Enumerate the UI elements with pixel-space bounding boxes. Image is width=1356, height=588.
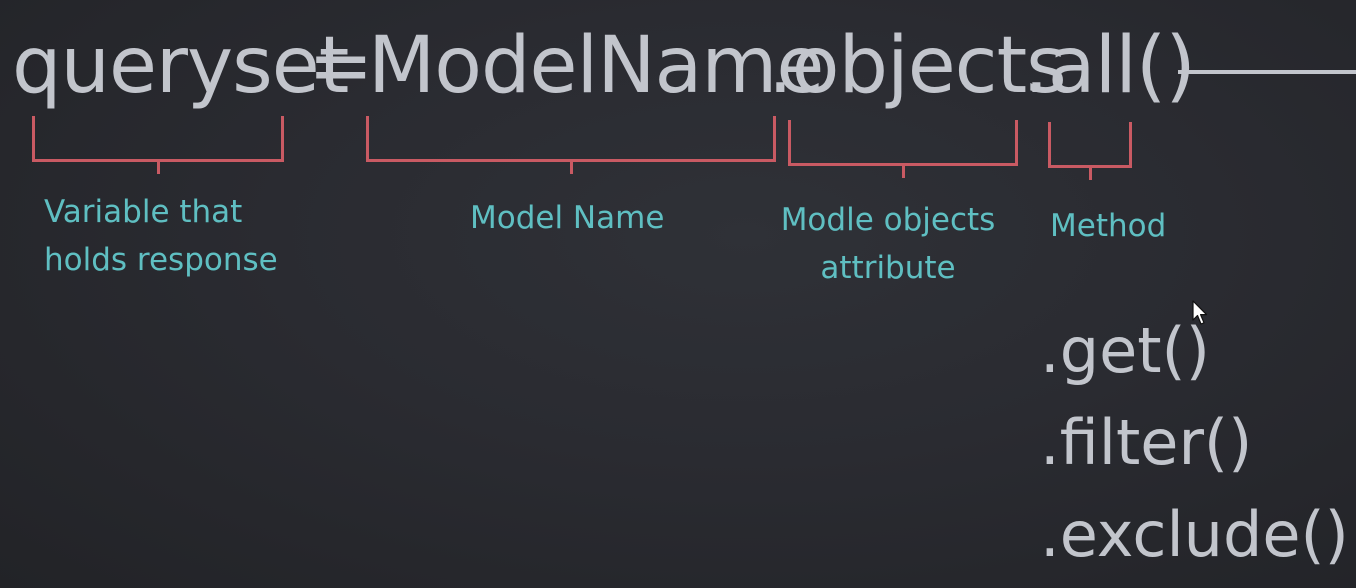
bracket-variable: [32, 116, 284, 174]
label-method: Method: [1050, 202, 1166, 250]
label-model-name: Model Name: [470, 194, 664, 242]
label-objects-attribute-line1: Modle objects: [780, 202, 996, 238]
label-variable-line1: Variable that: [44, 194, 243, 230]
method-item-filter: .filter(): [1040, 406, 1253, 479]
code-method: .all(): [1024, 21, 1196, 111]
connector-line: [1178, 70, 1356, 74]
label-model-name-line1: Model Name: [470, 200, 665, 236]
code-objects-attribute: .objects: [768, 21, 1067, 111]
method-item-get: .get(): [1040, 314, 1210, 387]
method-item-exclude: .exclude(): [1040, 498, 1349, 571]
code-model-name: ModelName: [368, 21, 824, 111]
label-variable-line2: holds response: [44, 242, 278, 278]
label-variable: Variable that holds response: [44, 188, 278, 284]
bracket-tick: [569, 162, 573, 174]
label-method-line1: Method: [1050, 208, 1167, 244]
code-variable: queryset: [12, 21, 349, 111]
bracket-tick: [1088, 168, 1092, 180]
bracket-tick: [156, 162, 160, 174]
bracket-method: [1048, 122, 1132, 180]
label-objects-attribute-line2: attribute: [820, 250, 956, 286]
bracket-tick: [901, 166, 905, 178]
label-objects-attribute: Modle objects attribute: [774, 196, 1002, 292]
mouse-pointer-icon: [1192, 300, 1208, 325]
bracket-objects-attribute: [788, 120, 1018, 178]
code-equals: =: [308, 21, 373, 111]
bracket-model-name: [366, 116, 776, 174]
